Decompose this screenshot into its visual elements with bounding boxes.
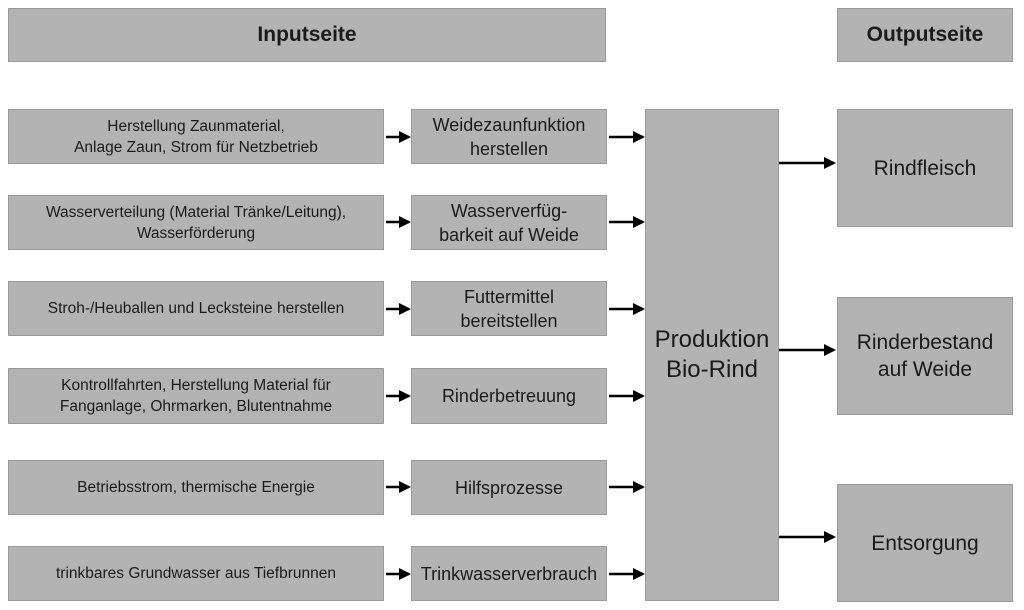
function-box: Hilfsprozesse bbox=[411, 460, 607, 515]
input-box-label: Herstellung Zaunmaterial, Anlage Zaun, S… bbox=[74, 117, 318, 156]
function-box-label: Trinkwasserverbrauch bbox=[420, 563, 598, 584]
output-side-header: Outputseite bbox=[837, 8, 1013, 62]
output-box-label: Rindfleisch bbox=[873, 156, 977, 180]
input-box-label: Betriebsstrom, thermische Energie bbox=[77, 479, 315, 496]
function-box: Rinderbetreuung bbox=[411, 368, 607, 424]
input-box: Herstellung Zaunmaterial, Anlage Zaun, S… bbox=[8, 109, 384, 164]
production-box-label: Produktion Bio-Rind bbox=[654, 326, 770, 383]
output-box: Rinderbestand auf Weide bbox=[837, 297, 1013, 415]
input-box-label: Kontrollfahrten, Herstellung Material fü… bbox=[59, 377, 333, 415]
function-box-label: Futtermittel bereitstellen bbox=[460, 286, 558, 331]
function-box: Wasserverfüg- barkeit auf Weide bbox=[411, 195, 607, 250]
function-box: Trinkwasserverbrauch bbox=[411, 546, 607, 601]
input-box: Betriebsstrom, thermische Energie bbox=[8, 460, 384, 515]
input-box: Wasserverteilung (Material Tränke/Leitun… bbox=[8, 195, 384, 250]
input-box: Stroh-/Heuballen und Lecksteine herstell… bbox=[8, 281, 384, 336]
function-box-label: Wasserverfüg- barkeit auf Weide bbox=[439, 200, 579, 245]
function-box: Futtermittel bereitstellen bbox=[411, 281, 607, 336]
input-side-header: Inputseite bbox=[8, 8, 606, 62]
output-box: Rindfleisch bbox=[837, 109, 1013, 227]
function-box-label: Weidezaunfunktion herstellen bbox=[432, 114, 586, 159]
input-box-label: trinkbares Grundwasser aus Tiefbrunnen bbox=[55, 565, 336, 582]
input-side-header-label: Inputseite bbox=[257, 23, 357, 46]
function-box: Weidezaunfunktion herstellen bbox=[411, 109, 607, 164]
input-box-label: Wasserverteilung (Material Tränke/Leitun… bbox=[45, 203, 347, 242]
input-box: Kontrollfahrten, Herstellung Material fü… bbox=[8, 368, 384, 424]
input-box: trinkbares Grundwasser aus Tiefbrunnen bbox=[8, 546, 384, 601]
output-box-label: Rinderbestand auf Weide bbox=[856, 331, 994, 381]
function-box-label: Rinderbetreuung bbox=[441, 386, 577, 406]
output-box: Entsorgung bbox=[837, 484, 1013, 602]
production-box: Produktion Bio-Rind bbox=[645, 109, 779, 601]
output-box-label: Entsorgung bbox=[871, 531, 979, 555]
function-box-label: Hilfsprozesse bbox=[454, 477, 564, 498]
input-box-label: Stroh-/Heuballen und Lecksteine herstell… bbox=[47, 300, 345, 317]
output-side-header-label: Outputseite bbox=[866, 23, 984, 46]
